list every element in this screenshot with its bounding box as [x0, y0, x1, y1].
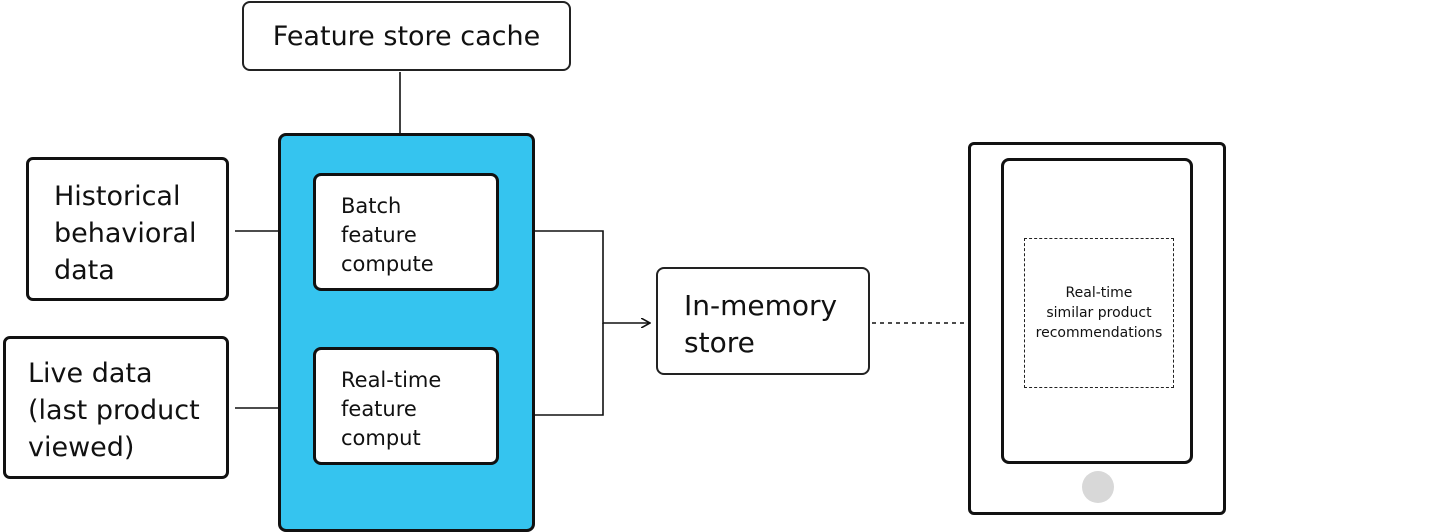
realtime-feature-compute-label: Real-time feature comput — [341, 368, 442, 450]
historical-behavioral-data-node: Historical behavioral data — [26, 157, 229, 301]
edge-batch-feature-compute-to-in-memory-store — [509, 230, 650, 323]
batch-feature-compute-node: Batch feature compute — [313, 173, 499, 291]
realtime-feature-compute-node: Real-time feature comput — [313, 347, 499, 465]
feature-store-cache-node: Feature store cache — [242, 1, 571, 71]
feature-store-cache-label: Feature store cache — [272, 20, 541, 52]
live-data-label: Live data (last product viewed) — [28, 358, 200, 463]
in-memory-store-node: In-memory store — [656, 267, 870, 375]
edge-realtime-feature-compute-to-in-memory-store — [509, 323, 604, 416]
recommendations-label: Real-time similar product recommendation… — [1035, 285, 1163, 341]
live-data-node: Live data (last product viewed) — [3, 336, 229, 479]
in-memory-store-label: In-memory store — [684, 289, 838, 359]
batch-feature-compute-label: Batch feature compute — [341, 194, 434, 276]
tablet-screen — [1001, 158, 1193, 464]
historical-behavioral-data-label: Historical behavioral data — [54, 181, 197, 286]
recommendations-node: Real-time similar product recommendation… — [1024, 238, 1174, 388]
home-button-icon — [1082, 471, 1114, 503]
